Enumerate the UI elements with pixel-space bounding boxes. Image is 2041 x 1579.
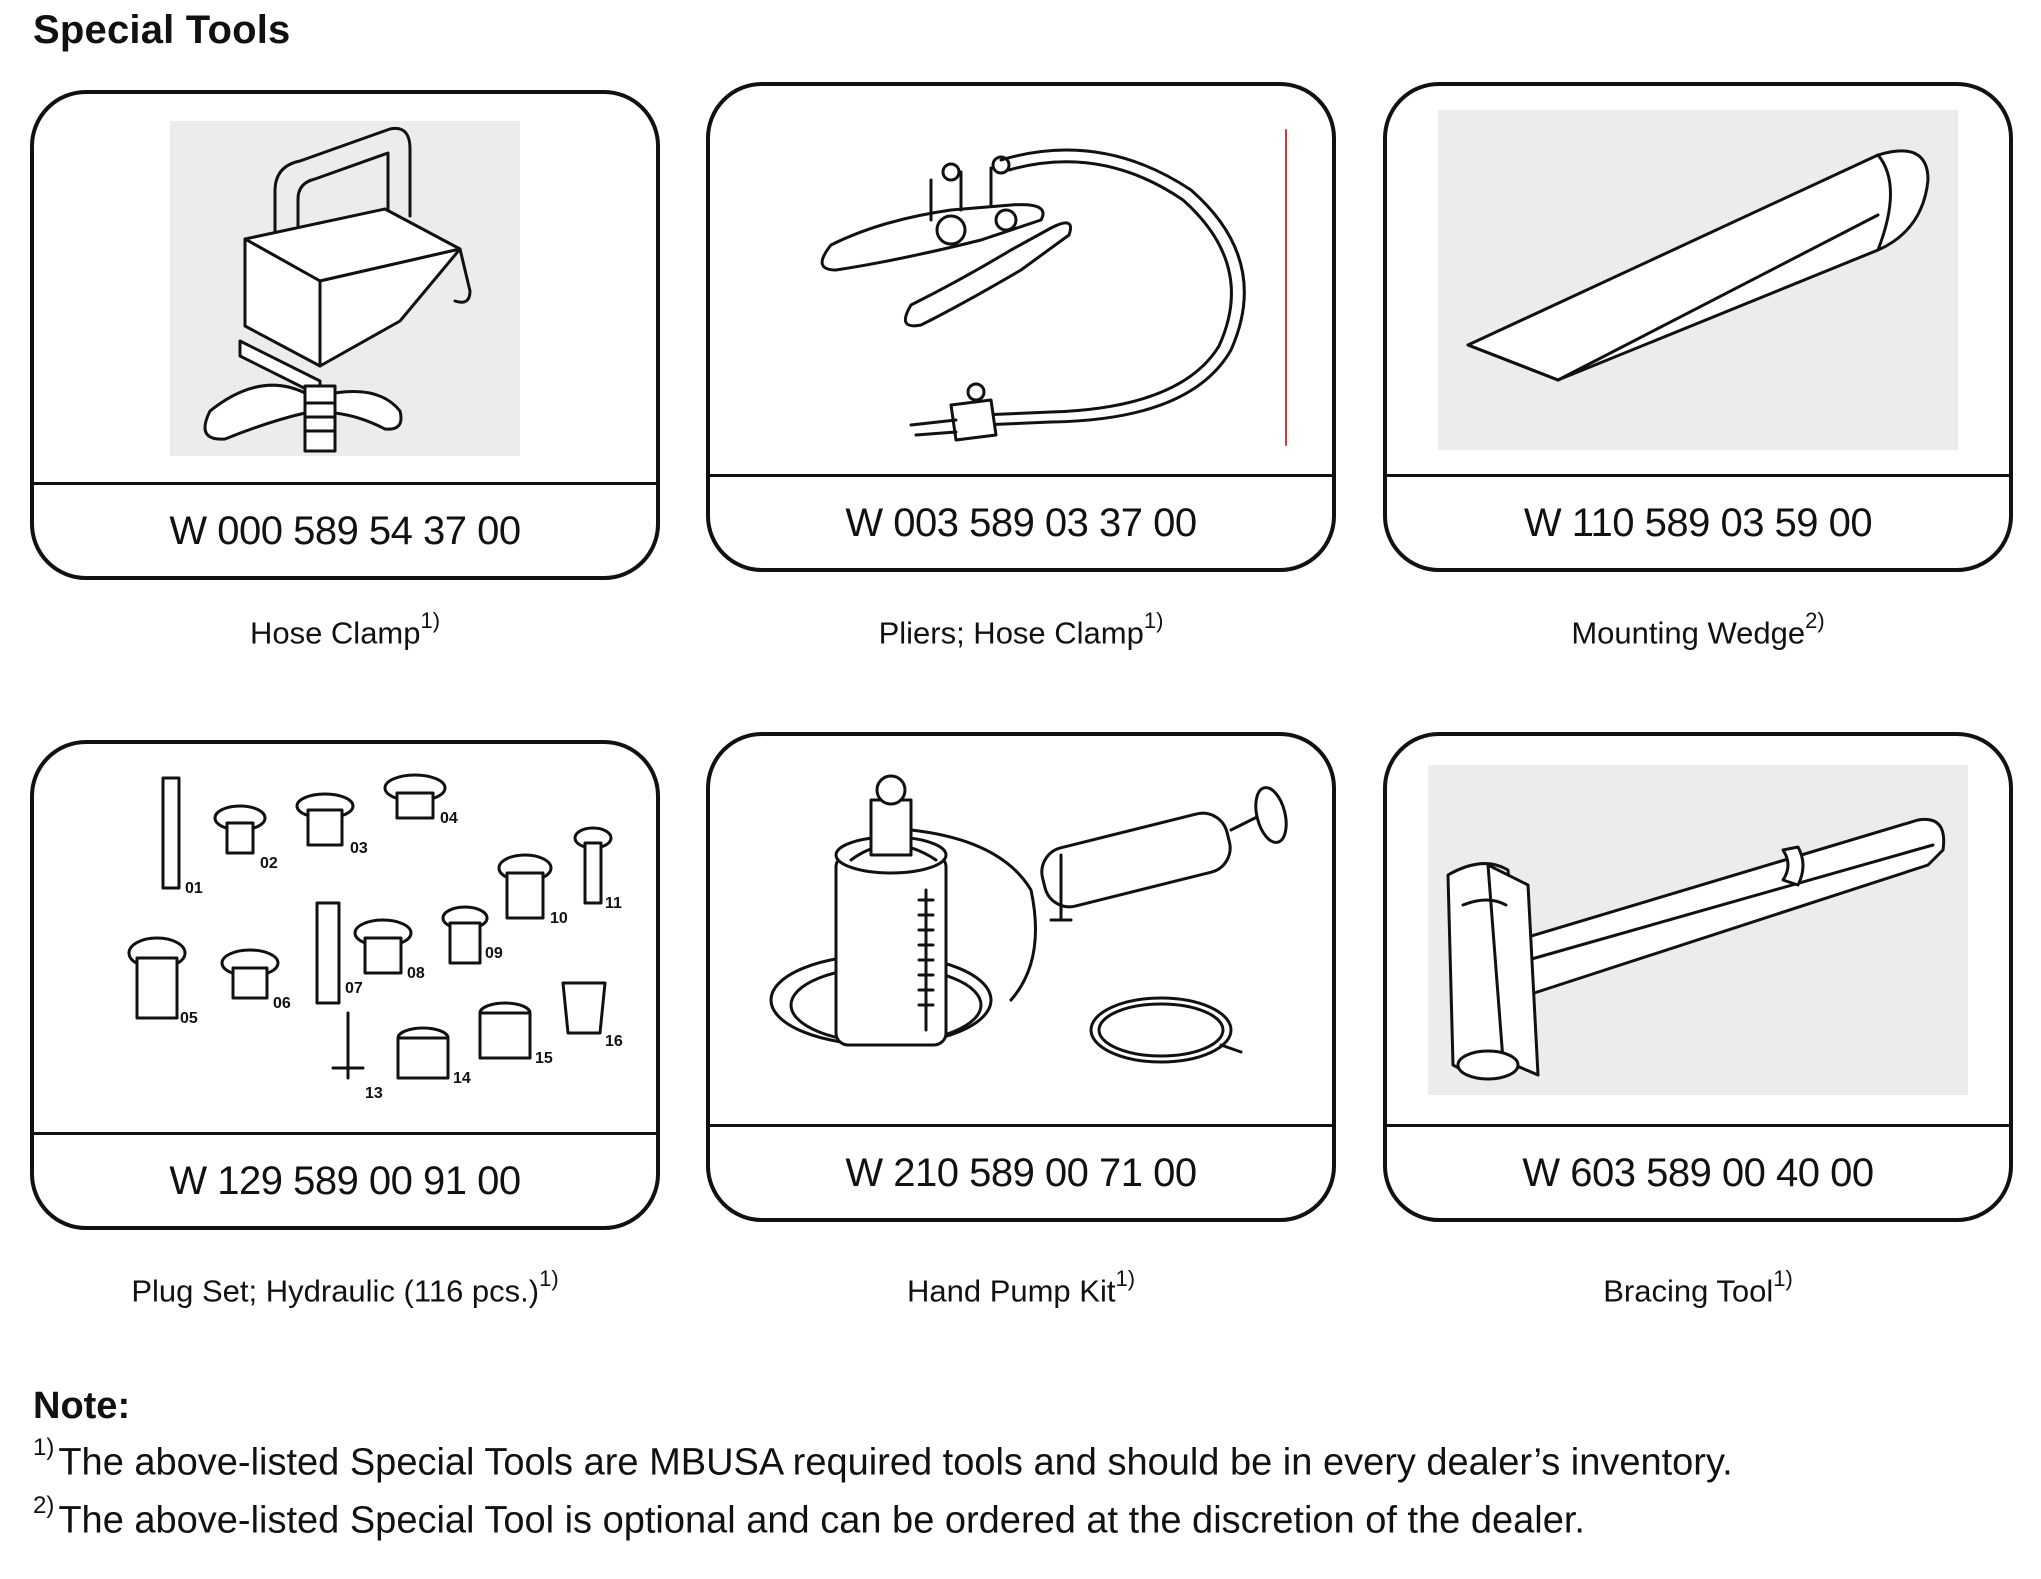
card-divider [34,1132,656,1135]
tool-card-hose-clamp: W 000 589 54 37 00 [30,90,660,580]
part-number: W 110 589 03 59 00 [1523,501,1873,545]
plug-label: 13 [365,1085,383,1102]
part-number: W 003 589 03 37 00 [845,501,1197,545]
hand-pump-kit-icon [710,736,1332,1124]
plug-set-icon: 01 02 03 04 05 06 07 08 09 10 11 13 14 [34,744,656,1132]
tool-name: Bracing Tool [1603,1273,1774,1309]
hose-clamp-pliers-icon [710,86,1332,474]
footnote-marker: 1) [539,1266,559,1291]
footnote-marker: 1) [1143,608,1164,633]
plug-label: 08 [407,965,425,982]
note-item: 2)The above-listed Special Tool is optio… [33,1492,1585,1543]
tool-name: Pliers; Hose Clamp [878,615,1144,651]
plug-label: 03 [350,840,368,857]
plug-label: 04 [440,810,458,827]
card-divider [34,482,656,485]
part-number: W 603 589 00 40 00 [1522,1151,1874,1195]
note-item: 1)The above-listed Special Tools are MBU… [33,1434,1733,1485]
card-divider [710,1124,1332,1127]
part-number: W 210 589 00 71 00 [845,1151,1197,1195]
card-divider [710,474,1332,477]
plug-label: 16 [605,1033,623,1050]
footnote-marker: 1) [33,1434,55,1461]
tool-card-plug-set: 01 02 03 04 05 06 07 08 09 10 11 13 14 [30,740,660,1230]
bracing-tool-icon [1387,736,2009,1124]
plug-label: 07 [345,980,363,997]
footnote-marker: 1) [420,608,441,633]
tool-card-hand-pump-kit: W 210 589 00 71 00 [706,732,1336,1222]
tool-name: Hose Clamp [249,615,421,651]
tool-caption: Hand Pump Kit1) [706,1266,1336,1309]
tool-name: Hand Pump Kit [906,1273,1116,1309]
footnote-marker: 2) [33,1492,55,1519]
tool-card-hose-clamp-pliers: W 003 589 03 37 00 [706,82,1336,572]
plug-label: 10 [550,910,568,927]
tool-caption: Plug Set; Hydraulic (116 pcs.)1) [30,1266,660,1309]
plug-label: 01 [185,880,203,897]
tool-caption: Mounting Wedge2) [1383,608,2013,651]
part-number: W 129 589 00 91 00 [169,1159,521,1203]
tool-caption: Hose Clamp1) [30,608,660,651]
tool-card-mounting-wedge: W 110 589 03 59 00 [1383,82,2013,572]
tool-caption: Bracing Tool1) [1383,1266,2013,1309]
plug-label: 06 [273,995,291,1012]
plug-label: 14 [453,1070,471,1087]
footnote-marker: 1) [1115,1266,1136,1291]
tool-name: Mounting Wedge [1571,615,1806,651]
tool-card-bracing-tool: W 603 589 00 40 00 [1383,732,2013,1222]
mounting-wedge-icon [1387,86,2009,474]
footnote-marker: 1) [1773,1266,1793,1291]
card-divider [1387,474,2009,477]
note-title: Note: [33,1385,131,1427]
tool-caption: Pliers; Hose Clamp1) [706,608,1336,651]
plug-label: 05 [180,1010,198,1027]
note-text: The above-listed Special Tool is optiona… [58,1499,1585,1542]
plug-label: 11 [605,895,622,912]
note-text: The above-listed Special Tools are MBUSA… [58,1441,1733,1484]
page-title: Special Tools [33,8,291,52]
plug-label: 02 [260,855,278,872]
footnote-marker: 2) [1805,608,1825,633]
card-divider [1387,1124,2009,1127]
plug-label: 09 [485,945,503,962]
tool-name: Plug Set; Hydraulic (116 pcs.) [131,1273,540,1309]
part-number: W 000 589 54 37 00 [169,509,521,553]
plug-label: 15 [535,1050,553,1067]
hose-clamp-icon [34,94,656,482]
